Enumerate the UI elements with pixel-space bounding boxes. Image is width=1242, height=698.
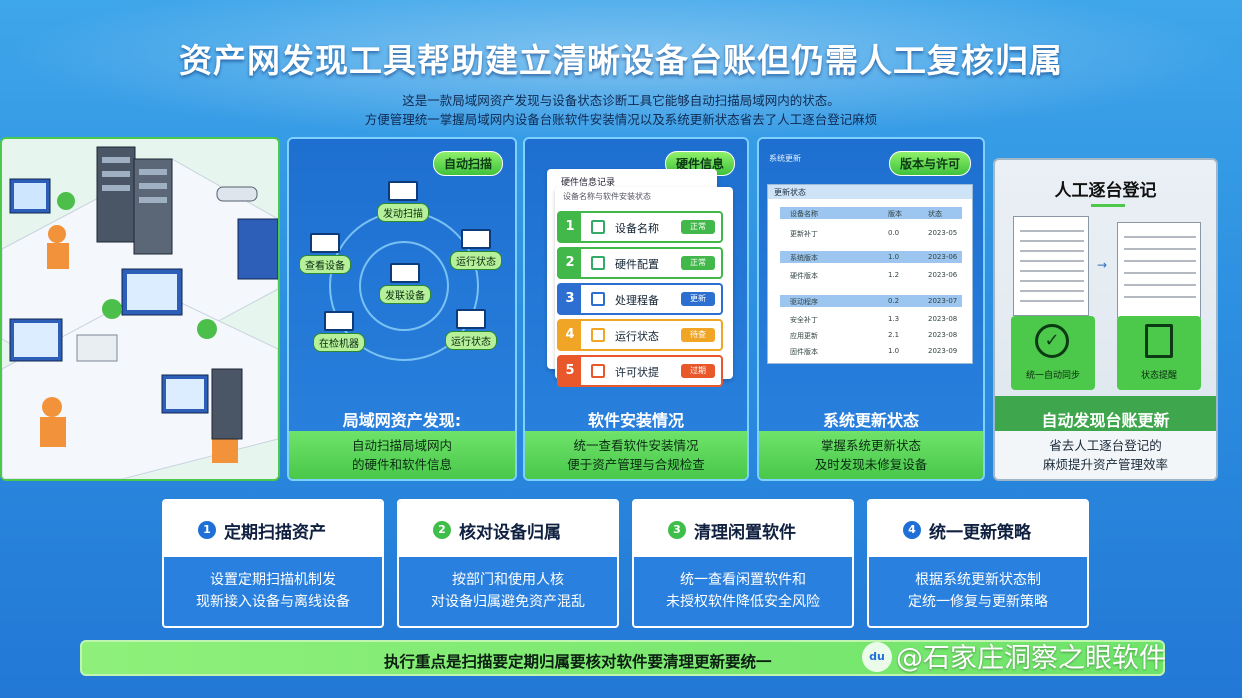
tip-card-update-policy: 4 统一更新策略 根据系统更新状态制定统一修复与更新策略 [867,499,1089,628]
software-row: 1 设备名称正常 [557,211,723,243]
summary-text: 执行重点是扫描要定期归属要核对软件要清理更新要统一 [384,653,772,671]
update-row: 设备名称版本状态 [790,210,942,218]
panel-title: 系统更新状态 [822,411,919,430]
panel-lan-discovery: 自动扫描 发动扫描 运行状态 发联设备 运行状态 查看设备 在检机器 局域网资产… [287,137,517,481]
number-badge: 4 [903,521,921,539]
arrow-right-icon: → [1097,258,1108,272]
panel-title: 自动发现台账更新 [1041,411,1170,430]
summary-bar [80,640,1165,676]
scan-node: 运行状态 [439,309,503,350]
office-illustration [0,137,280,481]
subtitle-line-2: 方便管理统一掌握局域网内设备台账软件安装情况以及系统更新状态省去了人工逐台登记麻… [364,112,878,127]
document-icon [1145,324,1173,358]
page-title: 资产网发现工具帮助建立清晰设备台账但仍需人工复核归属 [179,41,1063,80]
update-header: 系统更新 [769,154,801,163]
version-license-tag: 版本与许可 [888,151,971,176]
tip-card-scan: 1 定期扫描资产 设置定期扫描机制发现新接入设备与离线设备 [162,499,384,628]
heading-underline [1091,204,1125,207]
link-icon [591,220,605,234]
watermark-text: @石家庄洞察之眼软件 [896,643,1166,674]
panel-title: 软件安装情况 [587,411,684,430]
number-badge: 2 [433,521,451,539]
paper-form-icon [1013,216,1089,316]
tip-card-cleanup: 3 清理闲置软件 统一查看闲置软件和未授权软件降低安全风险 [632,499,854,628]
digital-form-icon [1117,222,1201,318]
panel-description: 自动扫描局域网内的硬件和软件信息 [289,431,515,479]
card-title: 清理闲置软件 [694,523,796,543]
panel-auto-ledger: 人工逐台登记 → ✓ 统一自动同步 状态提醒 自动发现台账更新 省去人工逐台登记… [993,158,1218,481]
panel-description: 统一查看软件安装情况便于资产管理与合规检查 [525,431,747,479]
software-row: 5 许可状提过期 [557,355,723,387]
monitor-icon [324,311,354,331]
monitor-icon [310,233,340,253]
monitor-icon [388,181,418,201]
tip-card-ownership: 2 核对设备归属 按部门和使用人核对设备归属避免资产混乱 [397,499,619,628]
subtitle-line-1: 这是一款局域网资产发现与设备状态诊断工具它能够自动扫描局域网内的状态。 [402,93,840,108]
manual-registration-heading: 人工逐台登记 [1054,181,1157,201]
software-row: 3 处理程备更新 [557,283,723,315]
office-scene-image [2,139,278,479]
number-badge: 3 [668,521,686,539]
header-glow [0,0,1242,140]
sync-button: ✓ 统一自动同步 [1011,316,1095,390]
watermark-logo-icon: du [862,642,892,672]
scan-node: 在检机器 [307,311,371,352]
card-title: 核对设备归属 [459,523,561,543]
status-reminder-button: 状态提醒 [1117,316,1201,390]
software-row: 2 硬件配置正常 [557,247,723,279]
panel-description: 省去人工逐台登记的麻烦提升资产管理效率 [995,431,1216,479]
software-row: 4 运行状态待查 [557,319,723,351]
panel-title-bar [995,396,1216,436]
monitor-icon [390,263,420,283]
card-description: 设置定期扫描机制发现新接入设备与离线设备 [196,572,350,610]
license-icon [591,364,605,378]
card-title: 统一更新策略 [929,523,1031,543]
card-title: 定期扫描资产 [224,523,326,543]
list-icon [591,328,605,342]
scan-node: 查看设备 [293,233,357,274]
card-description: 根据系统更新状态制定统一修复与更新策略 [908,572,1048,610]
card-description: 按部门和使用人核对设备归属避免资产混乱 [431,572,585,610]
scan-node: 发动扫描 [371,181,435,222]
auto-scan-tag: 自动扫描 [432,151,503,176]
panel-software-install: 硬件信息 硬件信息记录 设备名称与软件安装状态 1 设备名称正常 2 硬件配置正… [523,137,749,481]
chip-icon [591,256,605,270]
panel-title: 局域网资产发现: [342,411,462,430]
monitor-icon [461,229,491,249]
card-description: 统一查看闲置软件和未授权软件降低安全风险 [666,572,820,610]
scan-ring-inner [359,241,449,331]
monitor-icon [456,309,486,329]
check-icon: ✓ [1035,324,1069,358]
number-badge: 1 [198,521,216,539]
scan-node: 运行状态 [444,229,508,270]
panel-description: 掌握系统更新状态及时发现未修复设备 [759,431,983,479]
document-icon [591,292,605,306]
scan-node: 发联设备 [373,263,437,304]
